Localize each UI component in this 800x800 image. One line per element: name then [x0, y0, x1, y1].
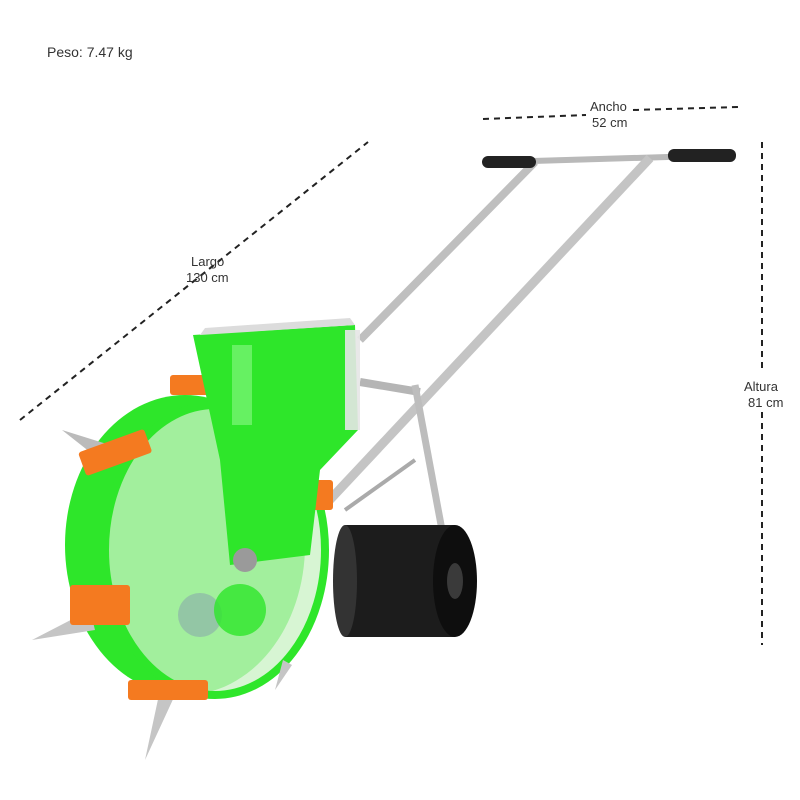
length-label: Largo: [191, 254, 225, 269]
right-grip: [668, 149, 736, 162]
width-value: 52 cm: [592, 115, 628, 130]
height-value: 81 cm: [748, 395, 784, 410]
left-grip: [482, 156, 536, 168]
seed-hopper: [193, 318, 360, 572]
weight-label: Peso: 7.47 kg: [47, 44, 133, 60]
width-label: Ancho: [590, 99, 627, 114]
roller: [333, 525, 477, 637]
length-dimension-line: [19, 141, 369, 421]
dimension-lines: [19, 106, 763, 645]
height-label: Altura: [744, 379, 778, 394]
width-dimension-line-right: [632, 106, 739, 111]
length-value: 130 cm: [186, 270, 229, 285]
handle-frame: [321, 149, 736, 601]
width-dimension-line-left: [482, 114, 587, 120]
